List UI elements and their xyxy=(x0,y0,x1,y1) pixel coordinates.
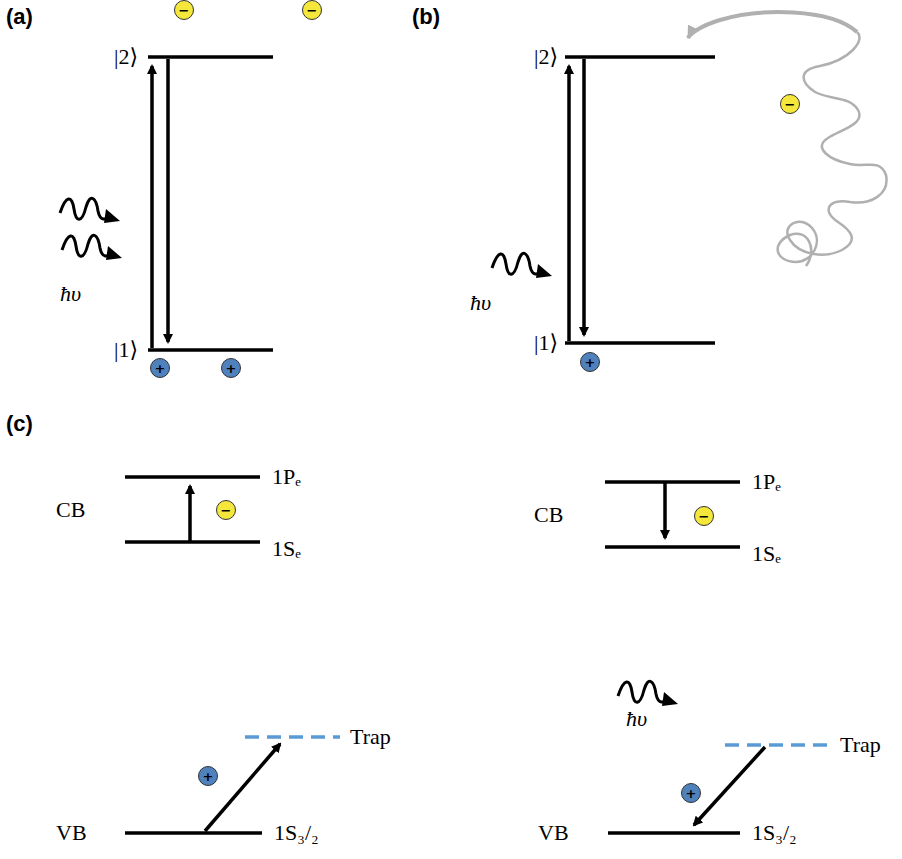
charge-sign: + xyxy=(203,770,214,783)
photon-label: ħυ xyxy=(626,708,647,730)
electron-circle: − xyxy=(174,0,194,20)
charge-sign: + xyxy=(585,356,596,369)
photon-label: ħυ xyxy=(60,283,81,305)
level-label: 1Sₑ xyxy=(272,538,301,560)
hole-circle: + xyxy=(221,358,241,378)
electron-circle: − xyxy=(780,94,800,114)
level-label: 1Pₑ xyxy=(272,466,301,488)
hole-circle: + xyxy=(681,783,701,803)
electron-circle: − xyxy=(302,0,322,20)
charge-sign: − xyxy=(699,510,710,523)
level-label: VB xyxy=(56,822,87,844)
hole-circle: + xyxy=(198,766,218,786)
level-label: |1⟩ xyxy=(534,332,558,354)
level-label: CB xyxy=(534,504,563,526)
level-label: |1⟩ xyxy=(114,339,138,361)
level-label: |2⟩ xyxy=(114,46,138,68)
level-label: CB xyxy=(56,499,85,521)
charge-sign: + xyxy=(155,362,166,375)
level-label: 1S₃/₂ xyxy=(274,822,319,844)
level-label: |2⟩ xyxy=(534,46,558,68)
hole-circle: + xyxy=(150,358,170,378)
charge-sign: + xyxy=(226,362,237,375)
charge-sign: − xyxy=(785,98,796,111)
electron-circle: − xyxy=(694,506,714,526)
charge-sign: − xyxy=(179,4,190,17)
photon-label: ħυ xyxy=(470,292,491,314)
charge-sign: − xyxy=(221,504,232,517)
level-label: VB xyxy=(538,822,569,844)
panel-label: (c) xyxy=(6,413,33,435)
hole-circle: + xyxy=(580,352,600,372)
panel-label: (b) xyxy=(412,6,440,28)
level-label: Trap xyxy=(350,726,391,748)
panel-label: (a) xyxy=(6,6,33,28)
level-label: 1Pₑ xyxy=(752,471,781,493)
charge-sign: − xyxy=(307,4,318,17)
electron-circle: − xyxy=(216,500,236,520)
charge-sign: + xyxy=(686,787,697,800)
level-label: 1S₃/₂ xyxy=(752,822,797,844)
level-label: 1Sₑ xyxy=(752,543,781,565)
level-label: Trap xyxy=(840,734,881,756)
